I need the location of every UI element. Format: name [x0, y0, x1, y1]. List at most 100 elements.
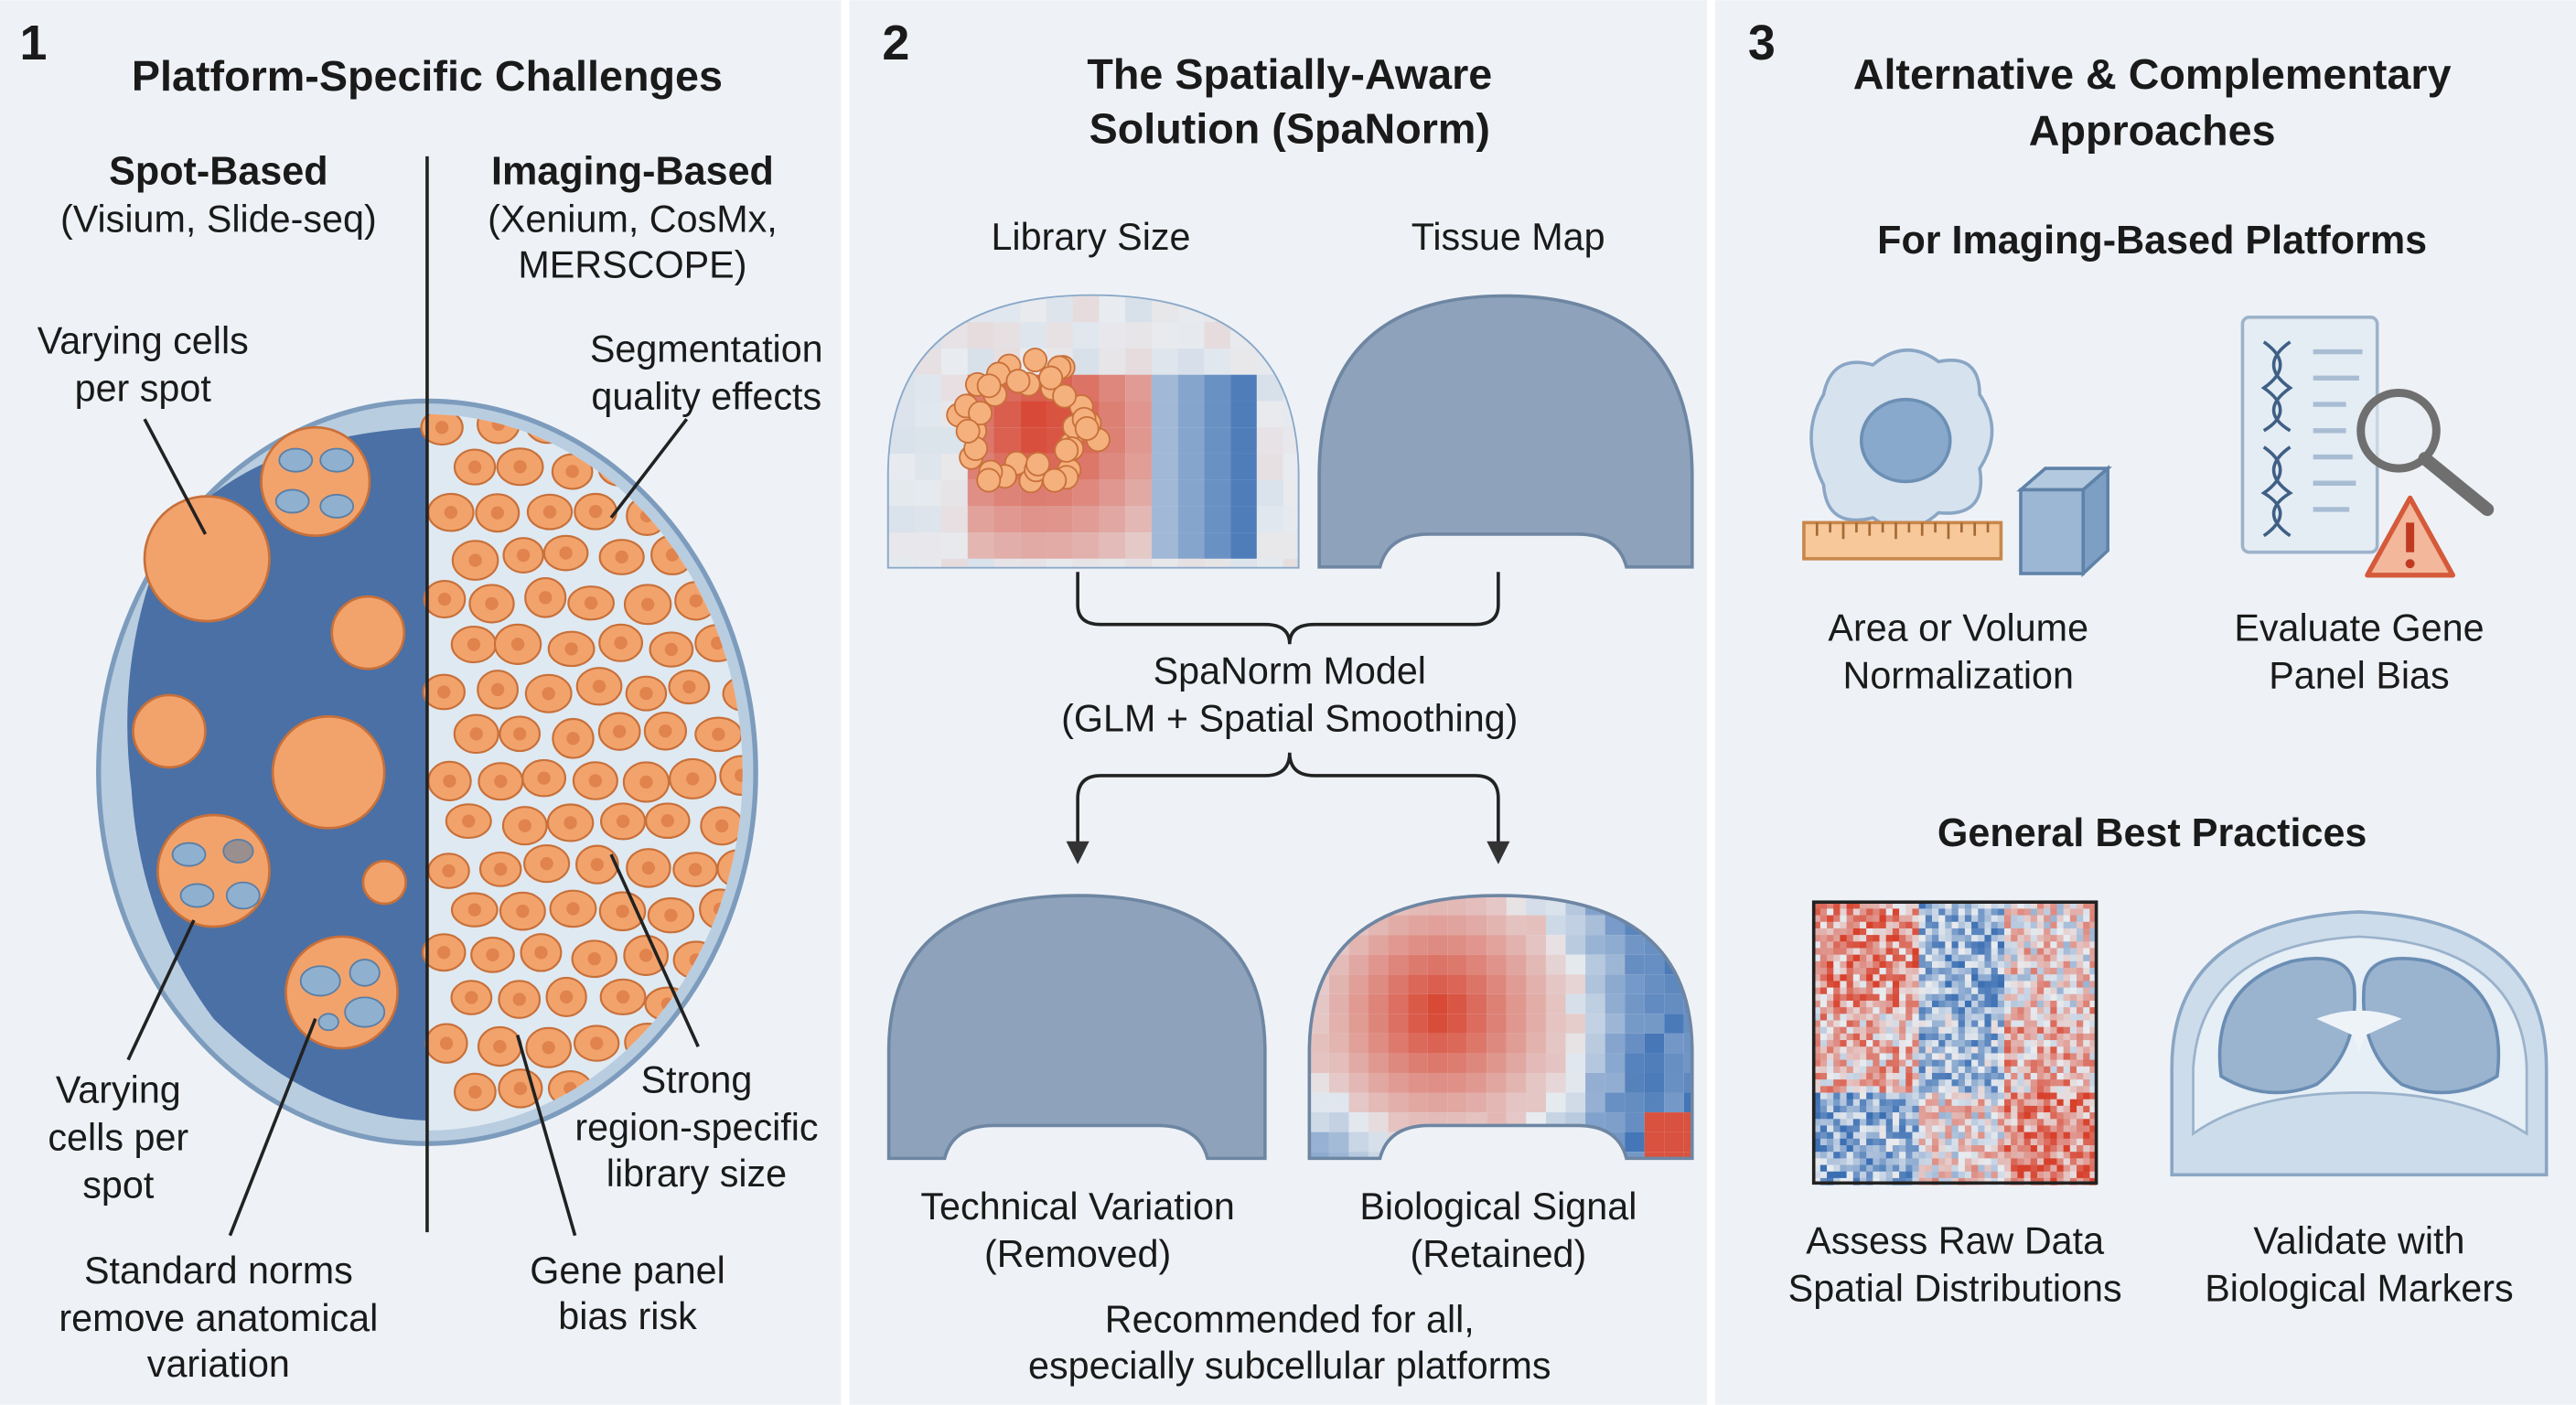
heat-cell: [2004, 954, 2012, 962]
heat-cell: [1958, 1040, 1966, 1047]
heat-cell: [1984, 960, 1992, 969]
heat-cell: [1905, 1158, 1913, 1166]
heat-cell: [2083, 1132, 2090, 1140]
heat-cell: [1020, 322, 1046, 349]
heat-cell: [1958, 981, 1966, 989]
heat-cell: [1879, 1158, 1887, 1166]
heat-cell: [1938, 935, 1946, 942]
heat-cell: [1984, 941, 1992, 949]
heat-cell: [1971, 1119, 1979, 1126]
heat-cell: [1866, 908, 1873, 917]
heat-cell: [1971, 1132, 1979, 1140]
heat-cell: [1852, 902, 1861, 909]
heat-cell: [1932, 921, 1939, 929]
tissue-map-dome: [1317, 294, 1694, 569]
callout-standard-norms: variation: [147, 1343, 290, 1385]
heat-cell: [1852, 1164, 1861, 1173]
heat-cell: [1840, 1119, 1848, 1126]
heat-cell: [1125, 453, 1152, 480]
heat-cell: [1644, 1092, 1665, 1113]
heat-cell: [915, 453, 942, 480]
heat-cell: [1852, 974, 1861, 981]
heat-cell: [2044, 974, 2051, 981]
heat-cell: [2044, 1105, 2051, 1113]
split-arrows: [1076, 752, 1500, 847]
heat-cell: [2023, 1105, 2032, 1113]
heat-cell: [2011, 908, 2018, 917]
heat-cell: [1971, 1092, 1979, 1100]
heat-cell: [1813, 1112, 1821, 1120]
heat-cell: [1925, 1152, 1933, 1159]
ruler-icon: [1802, 520, 2003, 561]
heat-cell: [1827, 987, 1834, 995]
heat-cell: [1230, 401, 1257, 428]
heat-cell: [1997, 1072, 2005, 1080]
cell-nucleus: [688, 863, 703, 876]
heat-cell: [1408, 1092, 1428, 1113]
heat-cell: [1840, 921, 1848, 929]
heat-cell: [2030, 954, 2038, 962]
heat-cell: [2030, 935, 2038, 942]
heat-cell: [1125, 506, 1152, 533]
heat-cell: [1840, 935, 1848, 942]
heat-cell: [1938, 928, 1946, 936]
heat-cell: [1813, 1046, 1821, 1054]
heat-cell: [2030, 1099, 2038, 1107]
heat-cell: [2023, 921, 2032, 929]
heat-cell: [915, 479, 942, 507]
heat-cell: [2077, 1040, 2084, 1047]
cell-nucleus: [468, 553, 482, 567]
heat-cell: [1833, 1086, 1841, 1094]
heat-cell: [2004, 1105, 2012, 1113]
heat-cell: [1151, 532, 1178, 559]
heat-cell: [1984, 921, 1992, 929]
heat-cell: [993, 506, 1021, 533]
heat-cell: [1997, 1046, 2005, 1054]
imaging-platforms-2: MERSCOPE): [518, 244, 746, 286]
heat-cell: [1348, 1072, 1368, 1093]
heat-cell: [1846, 993, 1854, 1002]
heat-cell: [1945, 1099, 1953, 1107]
heat-cell: [1833, 1158, 1841, 1166]
heat-cell: [1964, 921, 1972, 929]
heat-cell: [1605, 1112, 1626, 1132]
heat-cell: [1958, 1046, 1966, 1054]
heat-cell: [1932, 948, 1939, 956]
heat-cell: [2063, 1020, 2071, 1028]
heat-cell: [1997, 981, 2005, 989]
heat-cell: [1899, 1164, 1906, 1173]
heat-cell: [1932, 1066, 1939, 1074]
heat-cell: [2017, 908, 2025, 917]
heat-cell: [1938, 1092, 1946, 1100]
heat-cell: [1846, 1072, 1854, 1080]
heat-cell: [1899, 1053, 1906, 1061]
heat-cell: [1958, 1007, 1966, 1014]
heat-cell: [2030, 993, 2038, 1002]
spot: [143, 495, 271, 623]
heat-cell: [1997, 935, 2005, 942]
heat-cell: [1866, 960, 1873, 969]
heat-cell: [1866, 1020, 1873, 1028]
heat-cell: [1506, 896, 1527, 916]
heat-cell: [1605, 1033, 1626, 1054]
heat-cell: [2011, 915, 2018, 923]
heat-cell: [2030, 1138, 2038, 1146]
heat-cell: [1177, 532, 1205, 559]
heat-cell: [1625, 1132, 1645, 1153]
area-volume-label: Normalization: [1843, 655, 2074, 697]
cell-nucleus: [559, 546, 573, 560]
heat-cell: [1605, 993, 1626, 1014]
heat-cell: [1230, 374, 1257, 402]
heat-cell: [1177, 479, 1205, 507]
heat-cell: [1885, 987, 1894, 995]
heat-cell: [1971, 1033, 1979, 1041]
heat-cell: [1984, 1020, 1992, 1028]
heat-cell: [2089, 960, 2098, 969]
heat-cell: [1840, 1033, 1848, 1041]
heat-cell: [1991, 941, 1999, 949]
heat-cell: [1997, 1092, 2005, 1100]
heat-cell: [2050, 968, 2058, 975]
heat-cell: [1827, 1079, 1834, 1087]
heat-cell: [1827, 1105, 1834, 1113]
heat-cell: [1625, 993, 1645, 1014]
